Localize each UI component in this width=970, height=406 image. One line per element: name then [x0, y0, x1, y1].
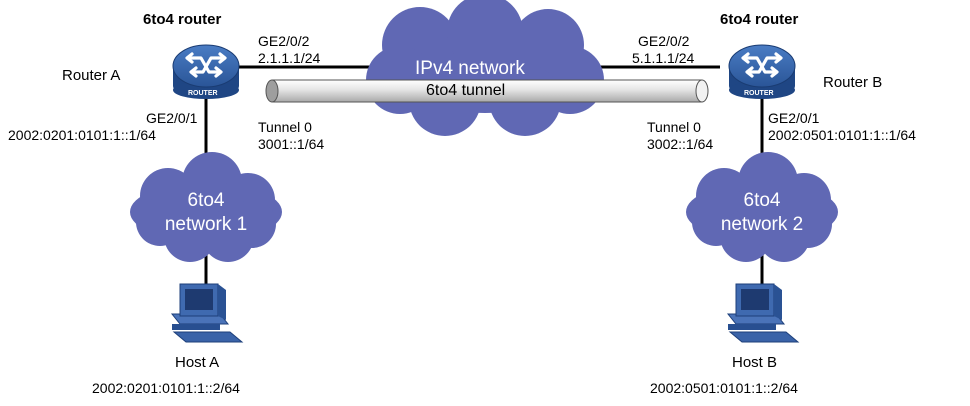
host-a-icon	[171, 283, 243, 343]
network-1-line1: 6to4	[187, 190, 225, 211]
router-b-ipv6-address: 2002:0501:0101:1::1/64	[768, 127, 916, 143]
network-2-line2: network 2	[720, 214, 804, 235]
router-a-badge: ROUTER	[188, 90, 218, 97]
host-b-icon	[727, 283, 799, 343]
router-b-tunnel-name: Tunnel 0	[647, 119, 701, 135]
router-a-ipv6-interface: GE2/0/1	[146, 110, 198, 126]
router-b-badge: ROUTER	[744, 90, 774, 97]
router-b-role: 6to4 router	[720, 11, 799, 28]
network-1-cloud	[130, 152, 282, 262]
host-a-address: 2002:0201:0101:1::2/64	[92, 380, 240, 396]
tunnel-label: 6to4 tunnel	[426, 82, 506, 99]
ipv4-network-label: IPv4 network	[415, 58, 525, 79]
network-2-cloud	[686, 152, 838, 262]
router-a-ipv6-address: 2002:0201:0101:1::1/64	[8, 127, 156, 143]
router-b-name: Router B	[823, 74, 883, 91]
router-a-tunnel-address: 3001::1/64	[258, 136, 325, 152]
router-b-ipv4-address: 5.1.1.1/24	[632, 50, 695, 66]
router-a-ipv4-interface: GE2/0/2	[258, 33, 310, 49]
router-a-role: 6to4 router	[143, 11, 222, 28]
network-1-line2: network 1	[164, 214, 248, 235]
host-b-name: Host B	[732, 354, 778, 371]
router-b-ipv4-interface: GE2/0/2	[638, 33, 690, 49]
router-a-tunnel-name: Tunnel 0	[258, 119, 312, 135]
host-a-name: Host A	[175, 354, 220, 371]
network-2-line1: 6to4	[743, 190, 781, 211]
router-b-tunnel-address: 3002::1/64	[647, 136, 714, 152]
host-b-address: 2002:0501:0101:1::2/64	[650, 380, 798, 396]
router-a-name: Router A	[62, 67, 121, 84]
tunnel-tube	[265, 79, 709, 103]
router-a-ipv4-address: 2.1.1.1/24	[258, 50, 321, 66]
router-b-ipv6-interface: GE2/0/1	[768, 110, 820, 126]
